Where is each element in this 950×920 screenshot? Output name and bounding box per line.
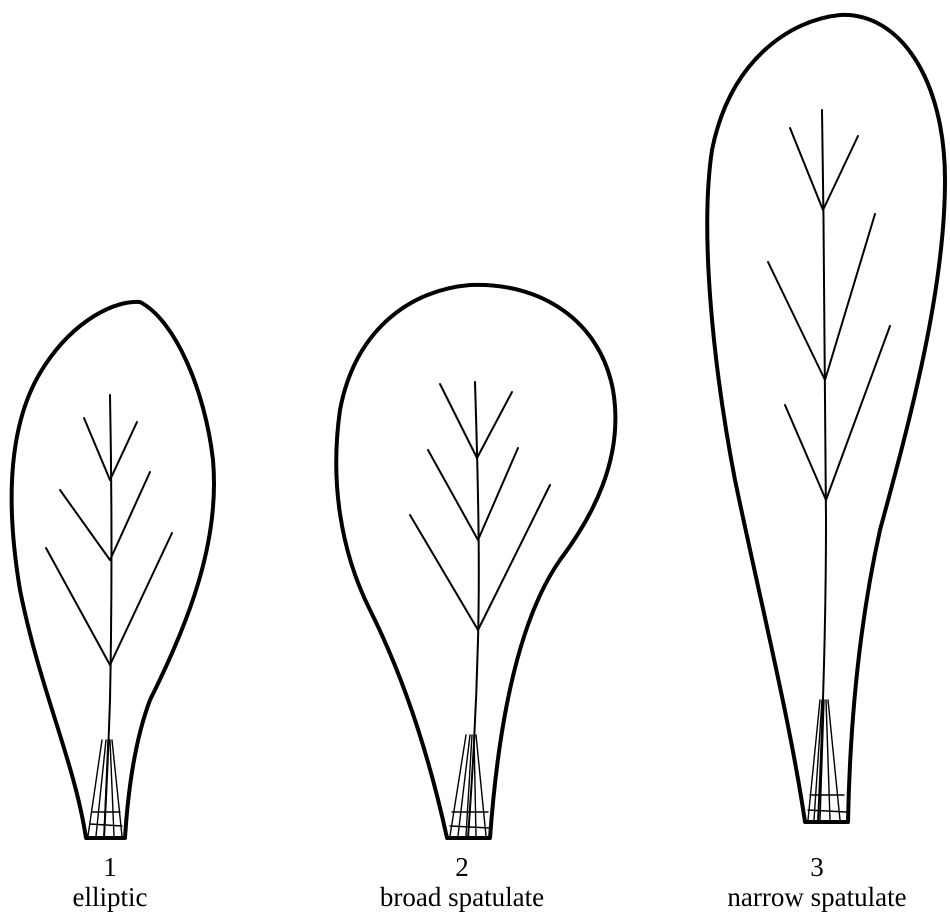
- leaf-narrow-spatulate-veins: [768, 128, 890, 500]
- caption-narrow-spatulate: 3 narrow spatulate: [687, 852, 947, 912]
- leaf-elliptic-veins: [46, 418, 172, 665]
- leaf-elliptic-base-veins: [88, 740, 122, 836]
- leaf-broad-spatulate-veins: [410, 384, 550, 630]
- leaf-elliptic-outline: [12, 302, 214, 838]
- leaf-number: 3: [687, 852, 947, 882]
- leaf-broad-spatulate: [336, 285, 615, 838]
- leaf-narrow-spatulate-midrib: [818, 110, 826, 822]
- caption-elliptic: 1 elliptic: [0, 852, 240, 912]
- leaf-number: 2: [332, 852, 592, 882]
- leaf-elliptic-midrib: [104, 395, 112, 838]
- leaf-narrow-spatulate-base-veins: [808, 700, 846, 820]
- leaf-shape-name: narrow spatulate: [687, 882, 947, 912]
- leaf-narrow-spatulate: [707, 15, 945, 822]
- leaf-broad-spatulate-outline: [336, 285, 615, 838]
- leaf-shape-name: elliptic: [0, 882, 240, 912]
- caption-broad-spatulate: 2 broad spatulate: [332, 852, 592, 912]
- leaf-number: 1: [0, 852, 240, 882]
- leaf-shape-name: broad spatulate: [332, 882, 592, 912]
- leaf-elliptic: [12, 302, 214, 838]
